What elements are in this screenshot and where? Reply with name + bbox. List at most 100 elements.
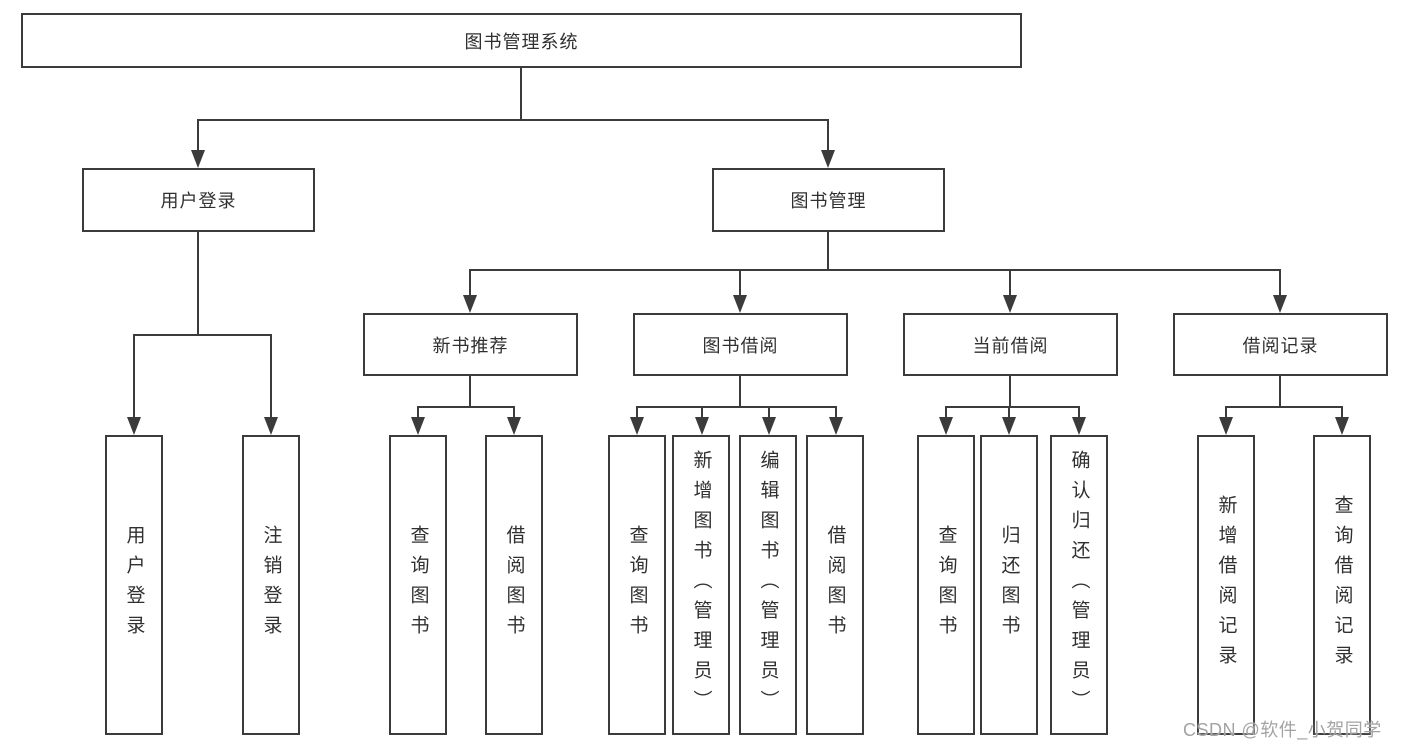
arrow-stem <box>945 406 947 422</box>
arrow-down-icon <box>829 406 843 435</box>
arrow-stem <box>636 406 638 422</box>
node-current-borrow: 当前借阅 <box>903 313 1118 376</box>
connector-bookmgmt-vline <box>827 232 829 271</box>
leaf-borrow-borrow-books: 借阅图书 <box>806 435 864 735</box>
node-label: 借阅记录 <box>1242 335 1319 356</box>
connector-newbooks-hline <box>417 406 515 408</box>
leaf-newbook-borrow-books: 借阅图书 <box>485 435 543 735</box>
node-borrow-records: 借阅记录 <box>1173 313 1388 376</box>
node-label: 图书管理 <box>790 191 867 211</box>
leaf-label: 用户登录 <box>123 525 145 645</box>
node-label: 当前借阅 <box>972 335 1049 356</box>
arrow-head <box>463 295 477 313</box>
arrow-stem <box>1341 406 1343 422</box>
arrow-stem <box>1078 406 1080 422</box>
arrow-down-icon <box>127 334 141 435</box>
arrow-stem <box>768 406 770 422</box>
arrow-head <box>411 417 425 435</box>
node-label: 新书推荐 <box>432 335 509 356</box>
arrow-head <box>264 417 278 435</box>
arrow-down-icon <box>1219 406 1233 435</box>
arrow-stem <box>1225 406 1227 422</box>
arrow-down-icon <box>463 269 477 313</box>
node-label: 图书管理系统 <box>464 31 579 52</box>
arrow-head <box>829 417 843 435</box>
arrow-down-icon <box>939 406 953 435</box>
leaf-borrow-edit-books-admin: 编辑图书（管理员） <box>739 435 797 735</box>
connector-userlogin-vline <box>197 232 199 336</box>
arrow-stem <box>1279 269 1281 300</box>
arrow-down-icon <box>1003 269 1017 313</box>
leaf-current-return-books: 归还图书 <box>980 435 1038 735</box>
leaf-current-confirm-return-admin: 确认归还（管理员） <box>1050 435 1108 735</box>
connector-root-hline <box>197 119 829 121</box>
arrow-stem <box>513 406 515 422</box>
arrow-head <box>821 150 835 168</box>
arrow-head <box>127 417 141 435</box>
arrow-stem <box>739 269 741 300</box>
node-user-login: 用户登录 <box>82 168 315 232</box>
arrow-head <box>630 417 644 435</box>
leaf-borrow-query-books: 查询图书 <box>608 435 666 735</box>
arrow-down-icon <box>507 406 521 435</box>
arrow-down-icon <box>264 334 278 435</box>
arrow-down-icon <box>1273 269 1287 313</box>
arrow-head <box>191 150 205 168</box>
arrow-head <box>1219 417 1233 435</box>
arrow-down-icon <box>821 119 835 168</box>
leaf-records-add-record: 新增借阅记录 <box>1197 435 1255 735</box>
arrow-head <box>1072 417 1086 435</box>
arrow-down-icon <box>1335 406 1349 435</box>
arrow-stem <box>270 334 272 422</box>
arrow-stem <box>835 406 837 422</box>
leaf-label: 编辑图书（管理员） <box>757 450 779 720</box>
arrow-head <box>733 295 747 313</box>
leaf-label: 新增图书（管理员） <box>690 450 712 720</box>
leaf-records-query-record: 查询借阅记录 <box>1313 435 1371 735</box>
arrow-stem <box>701 406 703 422</box>
arrow-down-icon <box>695 406 709 435</box>
arrow-down-icon <box>1072 406 1086 435</box>
leaf-label: 借阅图书 <box>503 525 525 645</box>
arrow-head <box>695 417 709 435</box>
arrow-head <box>1335 417 1349 435</box>
connector-userlogin-hline <box>133 334 272 336</box>
leaf-label: 查询借阅记录 <box>1331 495 1353 675</box>
node-book-management: 图书管理 <box>712 168 945 232</box>
arrow-head <box>507 417 521 435</box>
connector-newbooks-vline <box>469 376 471 408</box>
node-label: 图书借阅 <box>702 335 779 356</box>
leaf-label: 查询图书 <box>407 525 429 645</box>
connector-root-vline <box>520 68 522 120</box>
leaf-logout-login: 注销登录 <box>242 435 300 735</box>
arrow-down-icon <box>733 269 747 313</box>
arrow-stem <box>417 406 419 422</box>
arrow-head <box>1273 295 1287 313</box>
leaf-label: 新增借阅记录 <box>1215 495 1237 675</box>
arrow-stem <box>827 119 829 155</box>
node-library-management-system: 图书管理系统 <box>21 13 1022 68</box>
connector-borrowrecords-hline <box>1225 406 1343 408</box>
arrow-head <box>939 417 953 435</box>
arrow-stem <box>469 269 471 300</box>
connector-bookborrow-hline <box>636 406 837 408</box>
arrow-stem <box>1009 269 1011 300</box>
leaf-label: 查询图书 <box>626 525 648 645</box>
leaf-label: 确认归还（管理员） <box>1068 450 1090 720</box>
leaf-label: 借阅图书 <box>824 525 846 645</box>
arrow-head <box>1003 295 1017 313</box>
node-new-book-recommend: 新书推荐 <box>363 313 578 376</box>
leaf-label: 查询图书 <box>935 525 957 645</box>
arrow-stem <box>133 334 135 422</box>
connector-bookborrow-vline <box>739 376 741 408</box>
arrow-stem <box>1008 406 1010 422</box>
leaf-label: 归还图书 <box>998 525 1020 645</box>
arrow-down-icon <box>630 406 644 435</box>
node-book-borrow: 图书借阅 <box>633 313 848 376</box>
arrow-down-icon <box>1002 406 1016 435</box>
connector-borrowrecords-vline <box>1279 376 1281 408</box>
leaf-user-login: 用户登录 <box>105 435 163 735</box>
leaf-newbook-query-books: 查询图书 <box>389 435 447 735</box>
node-label: 用户登录 <box>160 191 237 211</box>
